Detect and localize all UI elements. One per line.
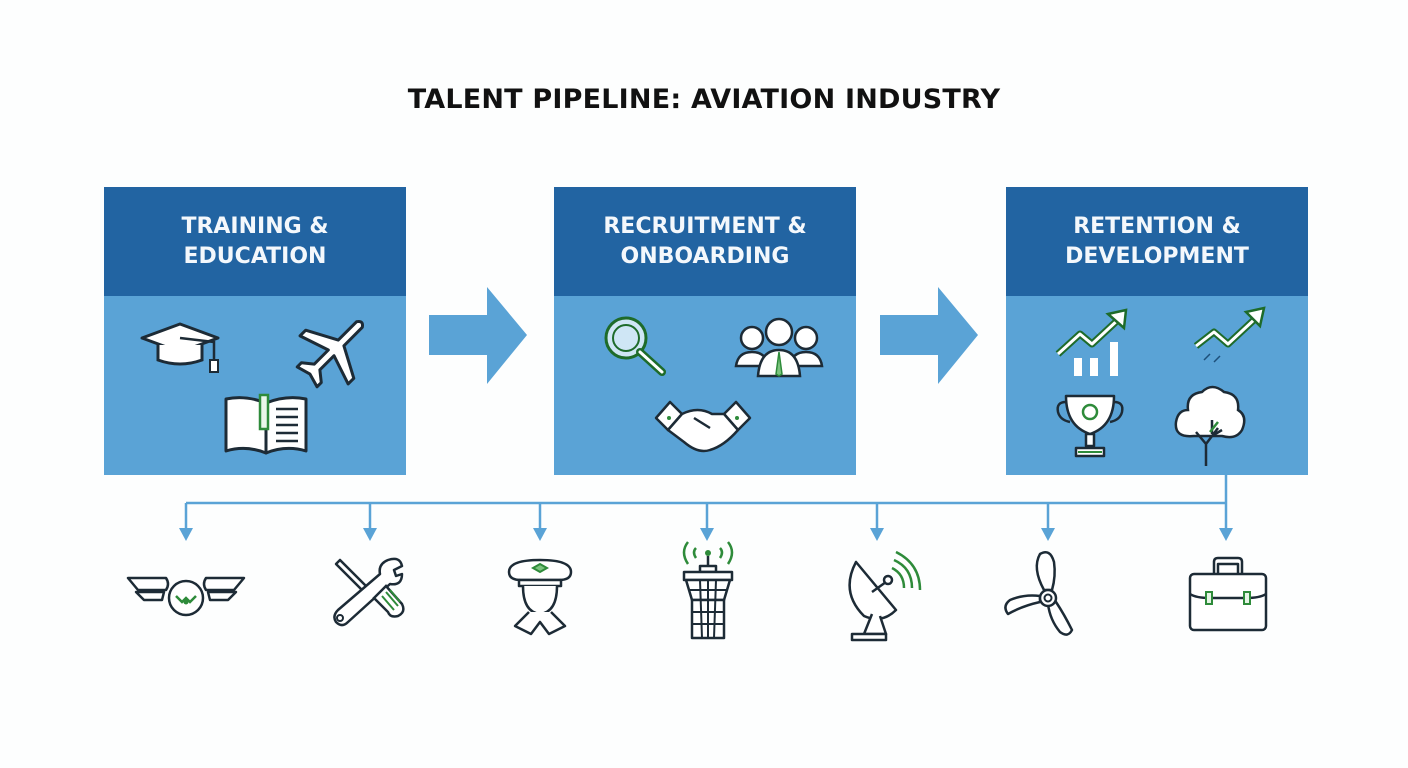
tree-icon xyxy=(1174,385,1246,466)
stage-header: RETENTION & DEVELOPMENT xyxy=(1006,187,1308,296)
connector-arrowhead-wrench-screwdriver-icon xyxy=(363,528,377,541)
connector-arrowhead-satellite-dish-icon xyxy=(870,528,884,541)
stage-title-line2: EDUCATION xyxy=(183,243,327,269)
stage-title-line1: RECRUITMENT & xyxy=(603,213,807,239)
open-book-icon xyxy=(224,393,308,455)
stage-title-line1: RETENTION & xyxy=(1073,213,1241,239)
growth-chart-icon xyxy=(1055,308,1128,376)
stage-header: RECRUITMENT & ONBOARDING xyxy=(554,187,856,296)
pilot-icon xyxy=(507,558,573,636)
satellite-dish-icon xyxy=(848,550,922,642)
propeller-icon xyxy=(1004,551,1074,636)
connector-arrowhead-pilot-wings-icon xyxy=(179,528,193,541)
stage-recruitment-onboarding: RECRUITMENT & ONBOARDING xyxy=(554,187,856,475)
connector-arrowhead-propeller-icon xyxy=(1041,528,1055,541)
magnifying-glass-icon xyxy=(604,316,666,376)
stage-body xyxy=(104,296,406,475)
trend-arrow-icon xyxy=(1193,306,1266,363)
connector-arrowhead-briefcase-icon xyxy=(1219,528,1233,541)
handshake-icon xyxy=(654,400,752,453)
wrench-screwdriver-icon xyxy=(333,557,405,627)
flow-arrow-right xyxy=(429,287,527,384)
diagram-title: TALENT PIPELINE: AVIATION INDUSTRY xyxy=(407,84,1001,115)
connector-arrowhead-control-tower-icon xyxy=(700,528,714,541)
control-tower-icon xyxy=(682,541,734,640)
pilot-wings-icon xyxy=(126,576,246,617)
team-icon xyxy=(734,317,824,378)
trophy-icon xyxy=(1056,394,1124,458)
briefcase-icon xyxy=(1188,556,1268,632)
stage-training-education: TRAINING & EDUCATION xyxy=(104,187,406,475)
connector-arrowhead-pilot-icon xyxy=(533,528,547,541)
stage-body xyxy=(554,296,856,475)
graduation-cap-icon xyxy=(140,322,220,373)
stage-retention-development: RETENTION & DEVELOPMENT xyxy=(1006,187,1308,475)
stage-title-line2: DEVELOPMENT xyxy=(1065,243,1249,269)
stage-title-line2: ONBOARDING xyxy=(620,243,790,269)
airplane-icon xyxy=(295,319,365,389)
stage-title-line1: TRAINING & xyxy=(181,213,329,239)
stage-body xyxy=(1006,296,1308,475)
flow-arrow-right xyxy=(880,287,978,384)
stage-header: TRAINING & EDUCATION xyxy=(104,187,406,296)
